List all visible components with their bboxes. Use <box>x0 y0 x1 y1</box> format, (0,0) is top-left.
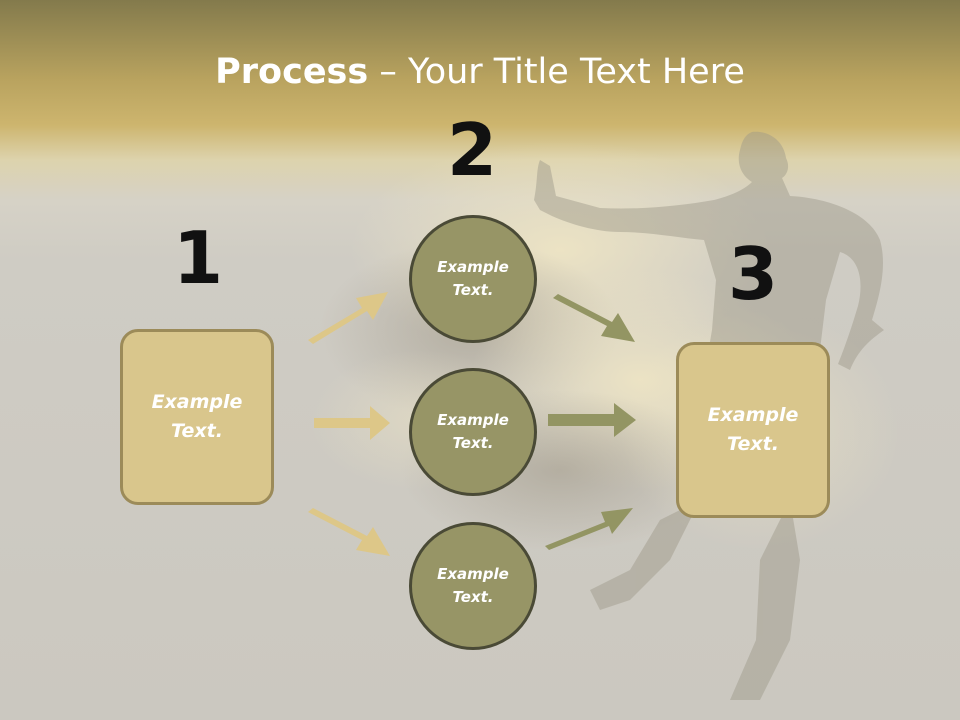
title-rest: – Your Title Text Here <box>368 52 745 92</box>
arrow-upper-circle-to-3 <box>553 294 635 342</box>
arrow-1-to-lower-circle <box>308 508 390 556</box>
page-title: Process – Your Title Text Here <box>0 52 960 92</box>
step-3-box-text: Example Text. <box>707 404 799 455</box>
step-number-1: 1 <box>172 216 224 300</box>
arrow-middle-circle-to-3 <box>548 403 636 437</box>
step-2-circle-middle: Example Text. <box>409 368 537 496</box>
step-2-circle-bottom-text: Example Text. <box>437 565 509 606</box>
step-number-3: 3 <box>727 232 779 316</box>
title-strong: Process <box>215 52 369 92</box>
step-2-circle-top-text: Example Text. <box>437 258 509 299</box>
step-1-box-text: Example Text. <box>151 391 243 442</box>
step-2-circle-top: Example Text. <box>409 215 537 343</box>
arrow-lower-circle-to-3 <box>545 508 633 550</box>
step-3-box: Example Text. <box>676 342 830 518</box>
step-2-circle-bottom: Example Text. <box>409 522 537 650</box>
step-2-circle-middle-text: Example Text. <box>437 411 509 452</box>
arrow-1-to-upper-circle <box>308 292 388 344</box>
step-number-2: 2 <box>446 108 498 192</box>
arrow-1-to-middle-circle <box>314 406 390 440</box>
step-1-box: Example Text. <box>120 329 274 505</box>
